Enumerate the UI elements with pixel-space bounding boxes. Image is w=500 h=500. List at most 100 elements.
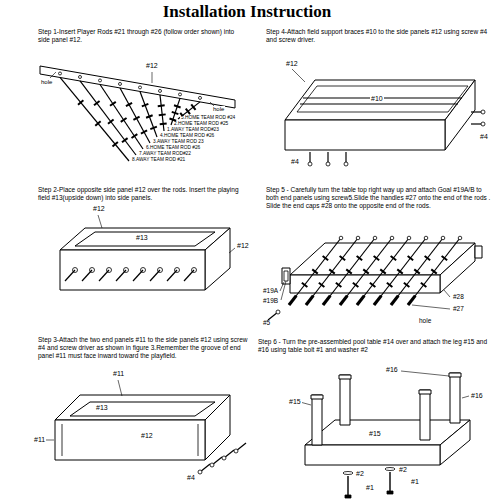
player-figure	[169, 119, 176, 121]
rod-label: 8.AWAY TEAM ROD #21	[131, 158, 186, 163]
player-rod	[160, 95, 164, 131]
screw-head	[198, 470, 202, 474]
rod-stub	[184, 270, 194, 281]
player-figure	[108, 120, 114, 124]
leg-foot	[339, 375, 351, 379]
player-figure	[159, 113, 166, 116]
callout-number: #11	[33, 436, 46, 443]
player-figure	[336, 283, 342, 287]
callout-number: #19A	[262, 288, 279, 295]
end-panel-groove	[198, 424, 199, 456]
rod-stub	[150, 270, 160, 281]
table-body-side	[440, 420, 470, 465]
player-figure	[174, 105, 181, 107]
rod-hole	[179, 93, 182, 96]
screw-head	[210, 463, 214, 467]
player-figure	[353, 283, 359, 287]
player-figure	[113, 142, 118, 146]
player-figure	[408, 256, 414, 260]
end-cap	[390, 236, 394, 240]
handle	[408, 296, 415, 305]
table-frame-top	[60, 228, 230, 250]
player-figure	[404, 283, 410, 287]
player-figure	[141, 130, 147, 133]
goal-insert	[284, 271, 288, 281]
end-cap	[373, 236, 377, 240]
player-figure	[131, 134, 137, 138]
bolt-head	[387, 491, 393, 494]
player-figure	[414, 269, 420, 273]
screw-head	[308, 162, 312, 166]
callout-number: #11	[112, 370, 125, 377]
rod-label: 4.HOME TEAM ROD #26	[159, 134, 215, 139]
handle	[357, 296, 364, 305]
leg	[312, 395, 322, 445]
end-cap	[356, 236, 360, 240]
player-figure	[95, 121, 100, 125]
table-frame-top	[55, 395, 230, 420]
player-figure	[397, 269, 403, 273]
player-figure	[380, 269, 386, 273]
handle	[323, 296, 330, 305]
leader-line	[50, 72, 56, 78]
step-text: Step 3-Attach the two end panels #11 to …	[38, 336, 248, 360]
player-figure	[172, 112, 179, 114]
callout-number: #1	[410, 478, 420, 485]
end-panel-groove	[62, 424, 63, 456]
screw	[327, 152, 328, 163]
leader-line	[292, 69, 305, 82]
player-figure	[312, 269, 318, 273]
rod-stub	[65, 270, 75, 281]
player-figure	[121, 118, 127, 122]
callout-number: #1	[365, 484, 375, 491]
end-cap	[424, 236, 428, 240]
end-cap	[441, 236, 445, 240]
rod-label: 1.AWAY TEAM ROD#23	[166, 128, 220, 133]
player-figure	[126, 103, 132, 106]
player-figure	[425, 256, 431, 260]
player-figure	[302, 283, 308, 287]
table-bolt	[389, 472, 390, 491]
leg-foot	[419, 390, 431, 394]
leader-line	[118, 380, 122, 396]
leader-line	[229, 248, 235, 253]
table-top-side	[440, 243, 475, 293]
callout-number: #5	[262, 320, 271, 327]
player-figure	[186, 109, 190, 115]
end-cap	[339, 236, 343, 240]
rod-label: 3.AWAY TEAM ROD 23	[152, 140, 205, 145]
leader-line	[281, 281, 286, 300]
step-text: Step 2-Place opposite side panel #12 ove…	[38, 186, 248, 202]
callout-number: #15	[288, 398, 302, 405]
leader-line	[462, 396, 469, 398]
callout-number: #12	[285, 60, 299, 67]
washer	[385, 468, 395, 471]
callout-number: #16	[385, 366, 399, 373]
rod-hole	[119, 82, 122, 85]
rod-hole	[199, 96, 202, 99]
player-figure	[78, 100, 83, 104]
player-rod	[60, 77, 129, 161]
table-top-front	[290, 275, 440, 293]
player-figure	[94, 101, 100, 105]
player-figure	[329, 269, 335, 273]
frame-opening	[297, 86, 468, 112]
support-brace	[300, 103, 458, 104]
callout-number: #27	[452, 306, 465, 313]
player-rod	[289, 238, 341, 305]
player-rod	[323, 238, 375, 305]
player-figure	[133, 117, 139, 120]
leg-foot	[311, 395, 323, 399]
table-frame-front	[55, 420, 205, 460]
part-label: hole	[418, 318, 432, 325]
player-figure	[142, 104, 149, 106]
rod-hole	[59, 72, 62, 75]
rod-hole	[139, 86, 142, 89]
screw-head	[326, 162, 330, 166]
goal	[475, 246, 482, 258]
player-figure	[442, 256, 448, 260]
end-cap	[458, 236, 462, 240]
callout-number: #2	[398, 466, 408, 473]
player-figure	[431, 269, 437, 273]
